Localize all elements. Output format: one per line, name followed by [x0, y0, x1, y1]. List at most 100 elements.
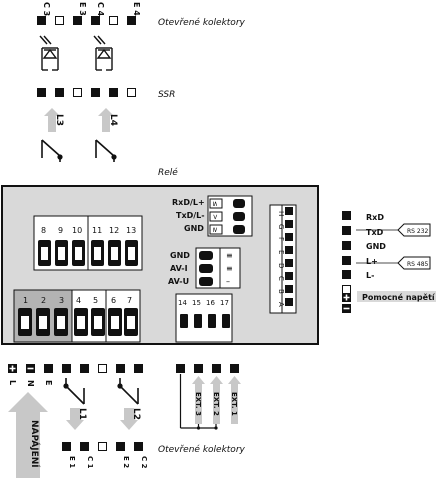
terminal-square [80, 442, 89, 451]
serial-label-txd: TxD/L- [176, 211, 205, 220]
svg-text:11: 11 [92, 226, 102, 235]
ssr-symbol-right [93, 35, 113, 71]
relay-contact-right [95, 139, 117, 162]
label-relay: Relé [158, 167, 178, 178]
label-supply: NAPÁJENÍ [29, 420, 41, 468]
legend-lplus: L+ [366, 257, 378, 266]
svg-text:6: 6 [111, 296, 116, 305]
svg-text:17: 17 [220, 299, 229, 307]
power-terminals: L N E [8, 364, 143, 387]
connector-letters: H G F E D C B A [277, 211, 285, 307]
svg-text:E: E [44, 380, 53, 385]
bubble-rs485 [397, 256, 431, 270]
out-terminal-e2: E 2 [122, 456, 130, 468]
out-terminal-c1: C 1 [86, 456, 94, 469]
arrow-l4: L4 [98, 108, 118, 132]
svg-text:RS 485: RS 485 [407, 261, 429, 268]
svg-text:EXT. 3: EXT. 3 [194, 392, 202, 416]
terminal-block-8-13 [33, 215, 143, 271]
connector-14-17: 14 15 16 17 [175, 293, 233, 343]
terminal-numbers-top: 8 9 10 11 12 13 [41, 226, 136, 235]
svg-text:≥: ≥ [211, 227, 219, 233]
top-terminal-c4: C 4 [96, 2, 105, 17]
terminal-square [73, 16, 82, 25]
svg-text:10: 10 [72, 226, 82, 235]
svg-text:3: 3 [59, 296, 64, 305]
relay-contact-l2 [117, 378, 139, 405]
terminal-square-empty [109, 16, 118, 25]
terminal-square [91, 16, 100, 25]
svg-text:4: 4 [76, 296, 81, 305]
serial-label-rxd: RxD/L+ [172, 198, 205, 207]
relay-contact-left [41, 139, 63, 162]
out-terminal-e1: E 1 [68, 456, 76, 468]
svg-text:C: C [277, 276, 285, 281]
analog-label-gnd: GND [170, 251, 190, 260]
legend-txd: TxD [366, 228, 384, 237]
terminal-square [37, 16, 46, 25]
svg-text:D: D [277, 263, 285, 268]
supply-arrow: NAPÁJENÍ [8, 392, 48, 478]
terminal-square [127, 16, 136, 25]
svg-text:7: 7 [127, 296, 132, 305]
svg-text:14: 14 [178, 299, 187, 307]
svg-text:L4: L4 [108, 114, 118, 126]
svg-text:L1: L1 [77, 408, 87, 420]
terminal-square-empty [55, 16, 64, 25]
bubble-rs232 [397, 223, 431, 237]
svg-text:L2: L2 [131, 408, 141, 420]
svg-text:B: B [277, 289, 285, 294]
terminal-square [134, 442, 143, 451]
out-terminal-c2: C 2 [140, 456, 148, 469]
svg-text:12: 12 [109, 226, 119, 235]
svg-text:1: 1 [23, 296, 28, 305]
legend-rxd: RxD [366, 213, 384, 222]
svg-text:N: N [26, 380, 35, 387]
ssr-symbol-left [39, 35, 59, 71]
analog-connector: ≡ ≡ – [195, 247, 241, 289]
terminal-square-empty [127, 88, 136, 97]
svg-text:15: 15 [192, 299, 201, 307]
label-open-collectors-bottom: Otevřené kolektory [158, 444, 246, 455]
arrow-l1: L1 [66, 408, 87, 430]
terminal-square [37, 88, 46, 97]
terminal-square-empty [98, 442, 107, 451]
svg-text:A: A [277, 302, 285, 307]
svg-text:–: – [226, 277, 230, 286]
svg-text:RS 232: RS 232 [407, 228, 429, 235]
ext-inputs: EXT. 3 EXT. 2 EXT. 1 [176, 364, 241, 430]
terminal-numbers-bottom: 1 2 3 4 5 6 7 [23, 296, 132, 305]
legend-panel: RxD TxD GND L+ L- RS 232 RS 485 Pomocné … [342, 211, 436, 313]
terminal-square [62, 442, 71, 451]
svg-text:E: E [277, 250, 285, 254]
top-terminal-e4: E 4 [132, 2, 141, 16]
svg-text:≤: ≤ [211, 201, 219, 207]
analog-label-avu: AV-U [168, 277, 189, 286]
svg-text:L3: L3 [54, 114, 64, 126]
svg-text:EXT. 1: EXT. 1 [230, 392, 238, 416]
arrow-l2: L2 [120, 408, 141, 430]
terminal-square [55, 88, 64, 97]
svg-text:16: 16 [206, 299, 215, 307]
svg-text:5: 5 [93, 296, 98, 305]
relay-contact-l1 [63, 378, 85, 405]
legend-gnd: GND [366, 242, 386, 251]
label-aux-voltage: Pomocné napětí [362, 292, 436, 302]
svg-text:13: 13 [126, 226, 136, 235]
top-terminal-e3: E 3 [78, 2, 87, 16]
label-ssr: SSR [158, 90, 175, 100]
svg-text:2: 2 [41, 296, 46, 305]
svg-text:L: L [8, 380, 17, 385]
svg-text:EXT. 2: EXT. 2 [212, 392, 220, 416]
svg-text:>: > [211, 214, 219, 220]
analog-label-avi: AV-I [170, 264, 188, 273]
svg-text:9: 9 [58, 226, 63, 235]
terminal-square-empty [73, 88, 82, 97]
label-open-collectors-top: Otevřené kolektory [158, 17, 246, 28]
terminal-square [116, 442, 125, 451]
svg-text:≡: ≡ [226, 264, 233, 273]
terminal-square [109, 88, 118, 97]
svg-text:≡: ≡ [226, 251, 233, 260]
